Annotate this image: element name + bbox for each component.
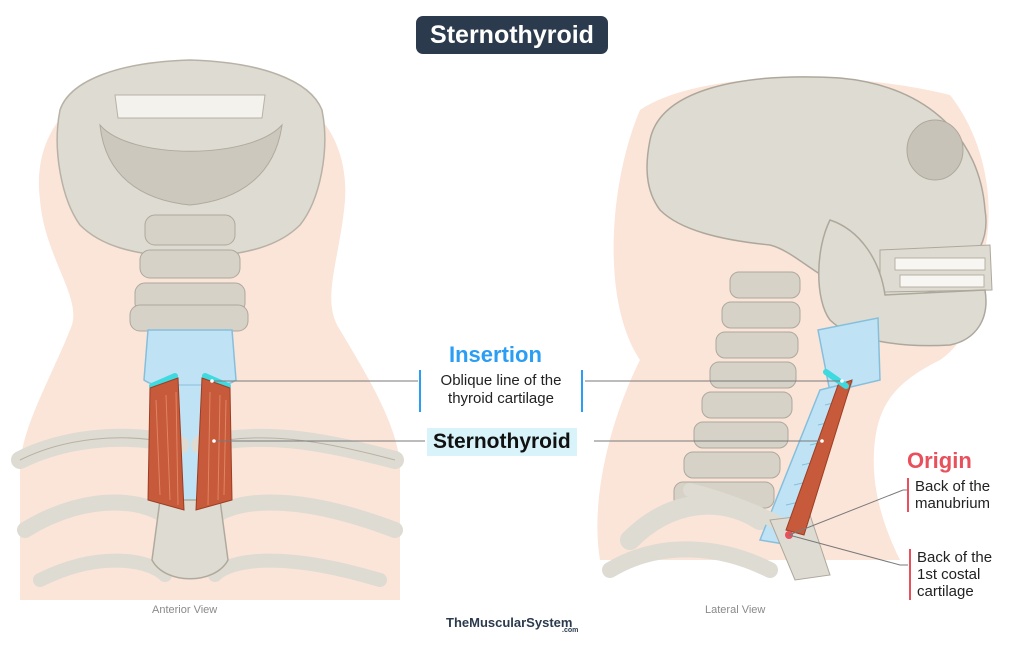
insertion-bar-left xyxy=(419,370,421,412)
caption-lateral-view: Lateral View xyxy=(705,604,766,616)
muscle-label: Sternothyroid xyxy=(427,428,577,456)
anterior-view xyxy=(11,59,404,600)
origin-item-1-line-2: manubrium xyxy=(915,495,991,512)
origin-item-1-line-1: Back of the xyxy=(915,478,991,495)
anterior-teeth xyxy=(114,94,266,119)
insertion-description: Oblique line of the thyroid cartilage xyxy=(420,372,582,408)
origin-heading: Origin xyxy=(907,448,972,473)
origin-item-costal-cartilage: Back of the 1st costal cartilage xyxy=(909,549,992,600)
leader-lines xyxy=(212,380,908,566)
lateral-sternothyroid xyxy=(785,379,853,536)
page-title: Sternothyroid xyxy=(416,16,608,54)
origin-item-2-line-3: cartilage xyxy=(917,583,974,600)
insertion-heading: Insertion xyxy=(449,342,542,367)
caption-anterior-view: Anterior View xyxy=(152,604,218,616)
lateral-view xyxy=(597,76,993,581)
anterior-thyroid-cartilage xyxy=(143,329,237,390)
origin-item-2-line-1: Back of the xyxy=(917,549,993,566)
lateral-mandible xyxy=(818,219,987,347)
insertion-line-1: Oblique line of the xyxy=(440,372,562,389)
origin-item-manubrium: Back of the manubrium xyxy=(907,478,990,512)
insertion-line-2: thyroid cartilage xyxy=(448,390,554,407)
insertion-bar-right xyxy=(581,370,583,412)
anterior-sternum xyxy=(151,499,229,580)
brand-name: TheMuscularSystem xyxy=(446,615,573,630)
origin-item-2-line-2: 1st costal xyxy=(917,566,981,583)
anterior-sternothyroid-right xyxy=(195,377,233,511)
brand-suffix: .com xyxy=(562,627,579,634)
anterior-sternothyroid-left xyxy=(147,377,185,511)
brand-logo: TheMuscularSystem .com xyxy=(446,615,578,634)
